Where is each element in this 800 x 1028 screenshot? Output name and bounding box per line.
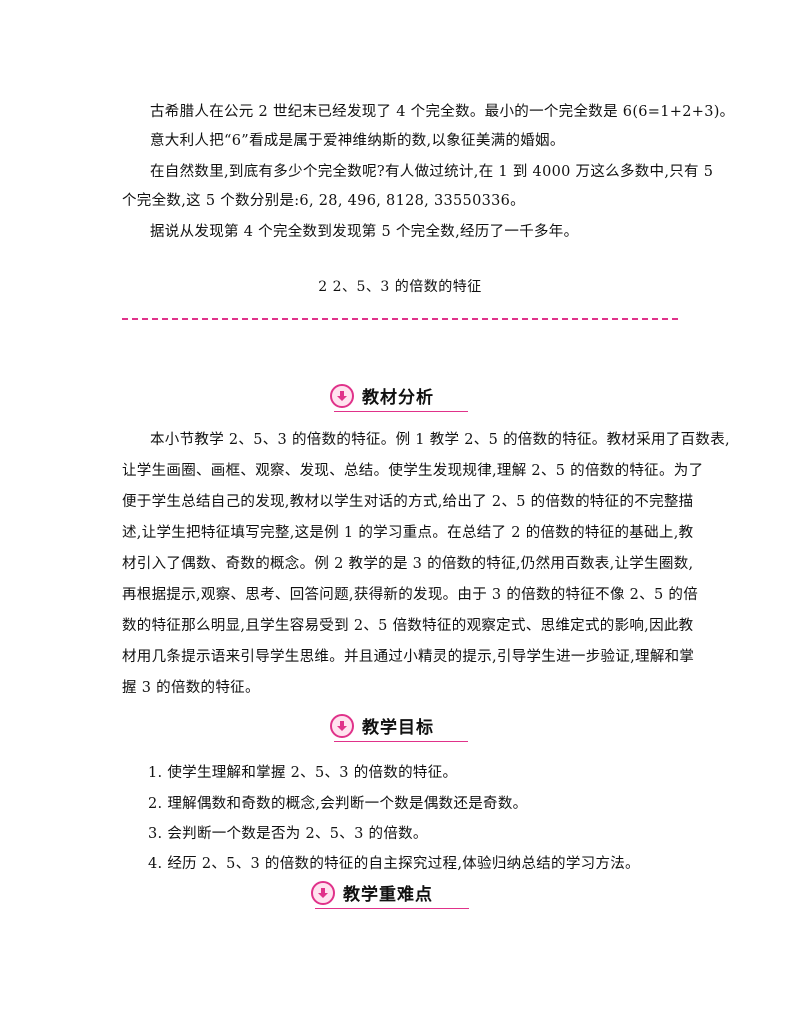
analysis-line: 让学生画圈、画框、观察、发现、总结。使学生发现规律,理解 2、5 的倍数的特征。… xyxy=(122,463,704,479)
heading-underline xyxy=(334,411,468,412)
heading-keypoints-text: 教学重难点 xyxy=(343,885,433,905)
section-title: 2 2、5、3 的倍数的特征 xyxy=(318,279,482,295)
goal-item: 4. 经历 2、5、3 的倍数的特征的自主探究过程,体验归纳总结的学习方法。 xyxy=(148,856,640,872)
arrow-down-icon xyxy=(330,713,354,738)
goal-item: 3. 会判断一个数是否为 2、5、3 的倍数。 xyxy=(148,826,428,842)
heading-analysis: 教材分析 xyxy=(330,383,468,412)
intro-paragraph-4: 据说从发现第 4 个完全数到发现第 5 个完全数,经历了一千多年。 xyxy=(150,224,579,240)
dashed-divider xyxy=(122,318,678,320)
analysis-line: 数的特征那么明显,且学生容易受到 2、5 倍数特征的观察定式、思维定式的影响,因… xyxy=(122,618,694,634)
heading-analysis-text: 教材分析 xyxy=(362,388,434,408)
analysis-line: 材引入了偶数、奇数的概念。例 2 教学的是 3 的倍数的特征,仍然用百数表,让学… xyxy=(122,556,694,572)
analysis-line: 材用几条提示语来引导学生思维。并且通过小精灵的提示,引导学生进一步验证,理解和掌 xyxy=(122,649,695,665)
analysis-line: 便于学生总结自己的发现,教材以学生对话的方式,给出了 2、5 的倍数的特征的不完… xyxy=(122,494,694,510)
arrow-down-icon xyxy=(311,880,335,905)
analysis-line: 述,让学生把特征填写完整,这是例 1 的学习重点。在总结了 2 的倍数的特征的基… xyxy=(122,525,694,541)
heading-keypoints: 教学重难点 xyxy=(311,880,469,909)
intro-paragraph-3-line-1: 在自然数里,到底有多少个完全数呢?有人做过统计,在 1 到 4000 万这么多数… xyxy=(150,164,714,180)
heading-goals: 教学目标 xyxy=(330,713,468,742)
arrow-down-icon xyxy=(330,383,354,408)
analysis-line: 本小节教学 2、5、3 的倍数的特征。例 1 教学 2、5 的倍数的特征。教材采… xyxy=(150,432,730,448)
intro-paragraph-3-line-2: 个完全数,这 5 个数分别是:6, 28, 496, 8128, 3355033… xyxy=(122,193,525,209)
goal-item: 2. 理解偶数和奇数的概念,会判断一个数是偶数还是奇数。 xyxy=(148,796,528,812)
heading-underline xyxy=(315,908,469,909)
intro-paragraph-1: 古希腊人在公元 2 世纪末已经发现了 4 个完全数。最小的一个完全数是 6(6=… xyxy=(150,104,735,120)
intro-paragraph-2: 意大利人把“6”看成是属于爱神维纳斯的数,以象征美满的婚姻。 xyxy=(150,133,565,149)
heading-underline xyxy=(334,741,468,742)
heading-goals-text: 教学目标 xyxy=(362,718,434,738)
analysis-line: 握 3 的倍数的特征。 xyxy=(122,680,260,696)
analysis-line: 再根据提示,观察、思考、回答问题,获得新的发现。由于 3 的倍数的特征不像 2、… xyxy=(122,587,699,603)
goal-item: 1. 使学生理解和掌握 2、5、3 的倍数的特征。 xyxy=(148,765,458,781)
